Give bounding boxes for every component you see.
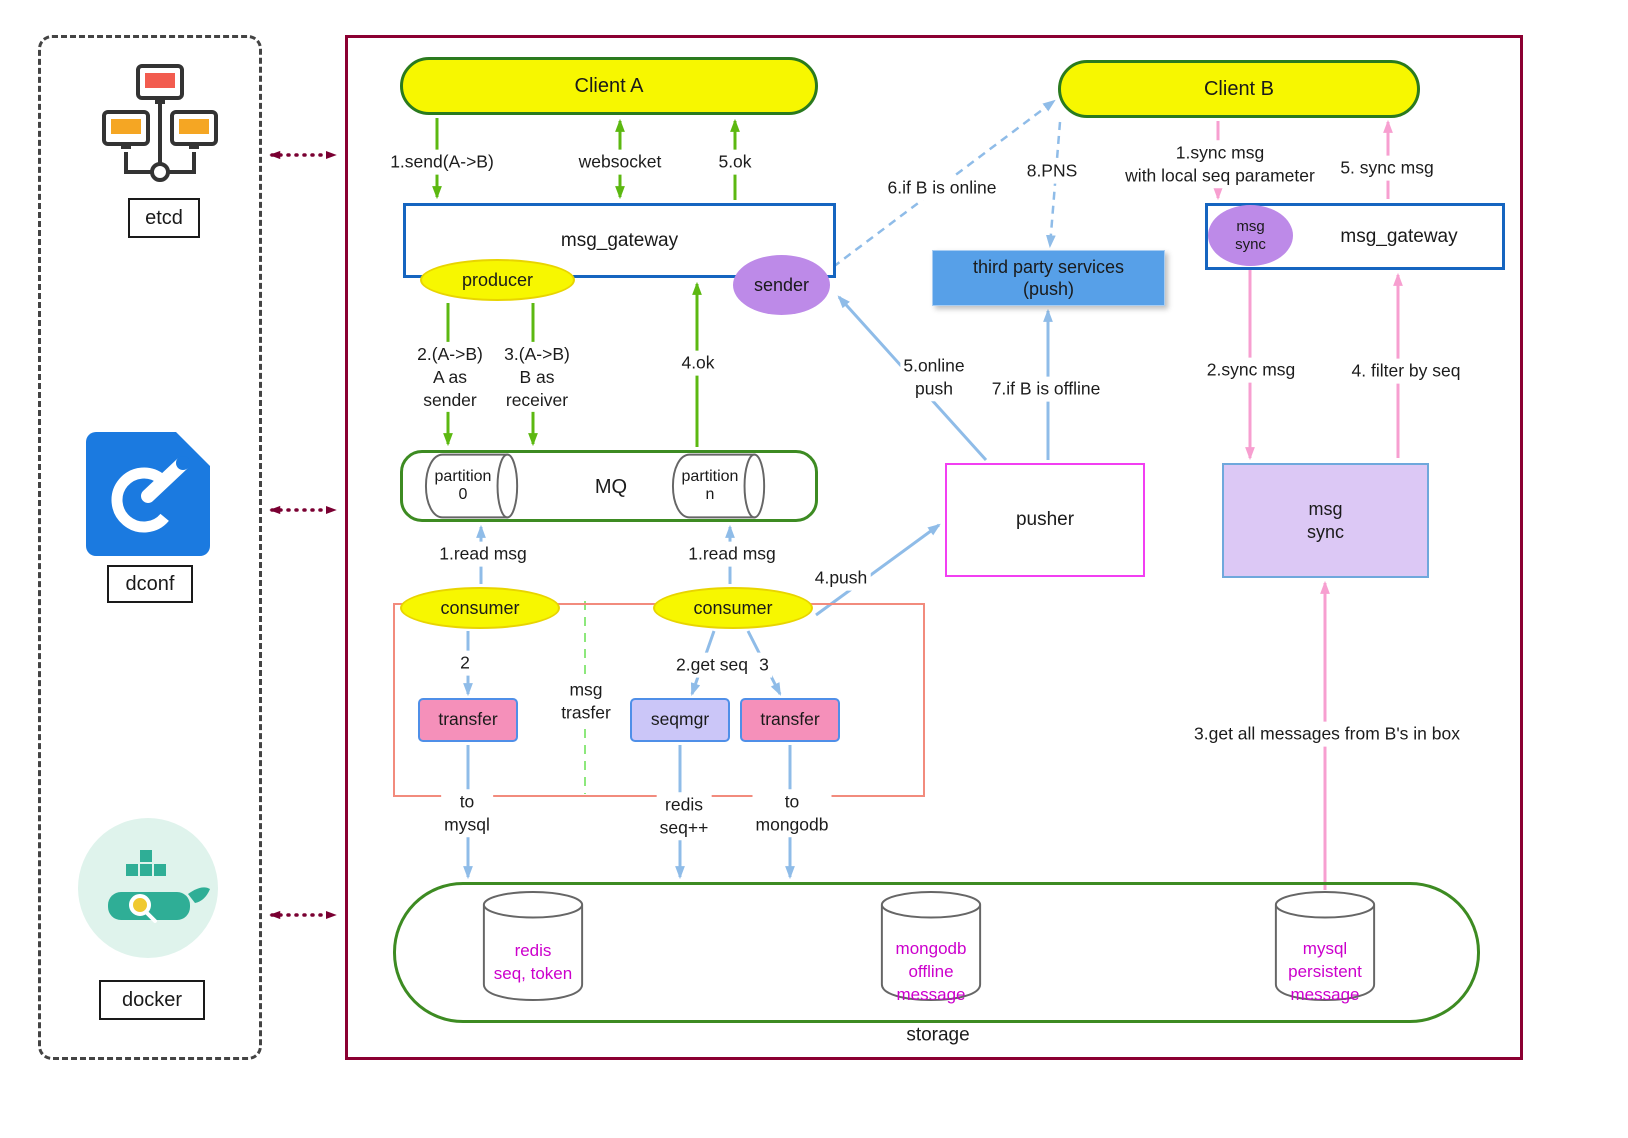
- edge-label-sync-msg-local: 1.sync msg with local seq parameter: [1122, 140, 1318, 188]
- dconf-label-text: dconf: [125, 572, 175, 595]
- mongodb-db-label: mongodb offline message: [895, 939, 967, 1004]
- dconf-label: dconf: [107, 565, 193, 603]
- producer-node: producer: [420, 259, 575, 301]
- transfer-left-node: transfer: [418, 698, 518, 742]
- edge-label-msg-trasfer: msg trasfer: [558, 677, 614, 725]
- docker-label: docker: [99, 980, 205, 1020]
- edge-label-a-as-sender: 2.(A->B) A as sender: [414, 341, 486, 413]
- storage-container: [393, 882, 1480, 1023]
- docker-label-text: docker: [121, 988, 183, 1011]
- partition-0-label: partition 0: [434, 467, 492, 503]
- redis-db-label: redis seq, token: [493, 941, 573, 983]
- sender-node: sender: [733, 255, 830, 315]
- client-b-node: Client B: [1058, 60, 1420, 118]
- mysql-db-label: mysql persistent message: [1288, 939, 1362, 1004]
- msg-gateway-a-label: msg_gateway: [560, 229, 679, 251]
- etcd-label-text: etcd: [145, 206, 183, 229]
- edge-label-to-mongodb: to mongodb: [752, 789, 832, 837]
- edge-label-filter-by-seq: 4. filter by seq: [1348, 358, 1464, 384]
- edge-label-read-msg-left: 1.read msg: [436, 541, 530, 567]
- mongodb-db-node: mongodb offline message: [878, 890, 984, 1004]
- infra-panel: [38, 35, 262, 1060]
- transfer-right-node: transfer: [740, 698, 840, 742]
- edge-label-websocket: websocket: [575, 149, 665, 175]
- msg-sync-ellipse: msg sync: [1208, 205, 1293, 266]
- dconf-icon: [84, 430, 216, 562]
- msg-sync-box-node: msg sync: [1222, 463, 1429, 578]
- edge-label-three: 3: [756, 652, 772, 678]
- edge-label-redis-seq: redis seq++: [656, 792, 712, 840]
- edge-label-read-msg-right: 1.read msg: [685, 541, 779, 567]
- edge-label-sync2: 2.sync msg: [1203, 357, 1299, 383]
- consumer-left-node: consumer: [400, 587, 560, 629]
- edge-label-if-b-online: 6.if B is online: [884, 175, 1000, 201]
- edge-label-ok5: 5.ok: [715, 149, 755, 175]
- consumer-right-node: consumer: [653, 587, 813, 629]
- mysql-db-node: mysql persistent message: [1272, 890, 1378, 1004]
- partition-n-label: partition n: [681, 467, 739, 503]
- docker-icon: [76, 816, 221, 961]
- edge-label-b-as-receiver: 3.(A->B) B as receiver: [501, 341, 573, 413]
- pusher-node: pusher: [945, 463, 1145, 577]
- redis-db-node: redis seq, token: [480, 890, 586, 1002]
- msg-gateway-b-label: msg_gateway: [1340, 225, 1458, 247]
- edge-label-online-push: 5.online push: [900, 353, 968, 401]
- edge-label-get-all: 3.get all messages from B's in box: [1191, 721, 1463, 747]
- third-party-services-node: third party services (push): [932, 250, 1165, 306]
- edge-label-ok4: 4.ok: [678, 350, 718, 376]
- edge-label-if-b-offline: 7.if B is offline: [988, 376, 1104, 402]
- main-frame: [345, 35, 1523, 1060]
- edge-label-push4: 4.push: [811, 565, 871, 591]
- partition-n-node: partition n: [670, 451, 772, 521]
- etcd-cluster-icon: [100, 60, 220, 188]
- storage-label: storage: [906, 1024, 970, 1046]
- client-a-node: Client A: [400, 57, 818, 115]
- seqmgr-node: seqmgr: [630, 698, 730, 742]
- edge-label-sync5: 5. sync msg: [1337, 155, 1437, 181]
- edge-label-to-mysql: to mysql: [441, 789, 493, 837]
- edge-label-get-seq: 2.get seq: [673, 652, 751, 678]
- edge-label-two: 2: [457, 650, 473, 676]
- edge-label-pns: 8.PNS: [1023, 158, 1081, 184]
- partition-0-node: partition 0: [423, 451, 525, 521]
- mq-label: MQ: [591, 473, 631, 501]
- etcd-label: etcd: [128, 198, 200, 238]
- edge-label-send: 1.send(A->B): [387, 149, 497, 175]
